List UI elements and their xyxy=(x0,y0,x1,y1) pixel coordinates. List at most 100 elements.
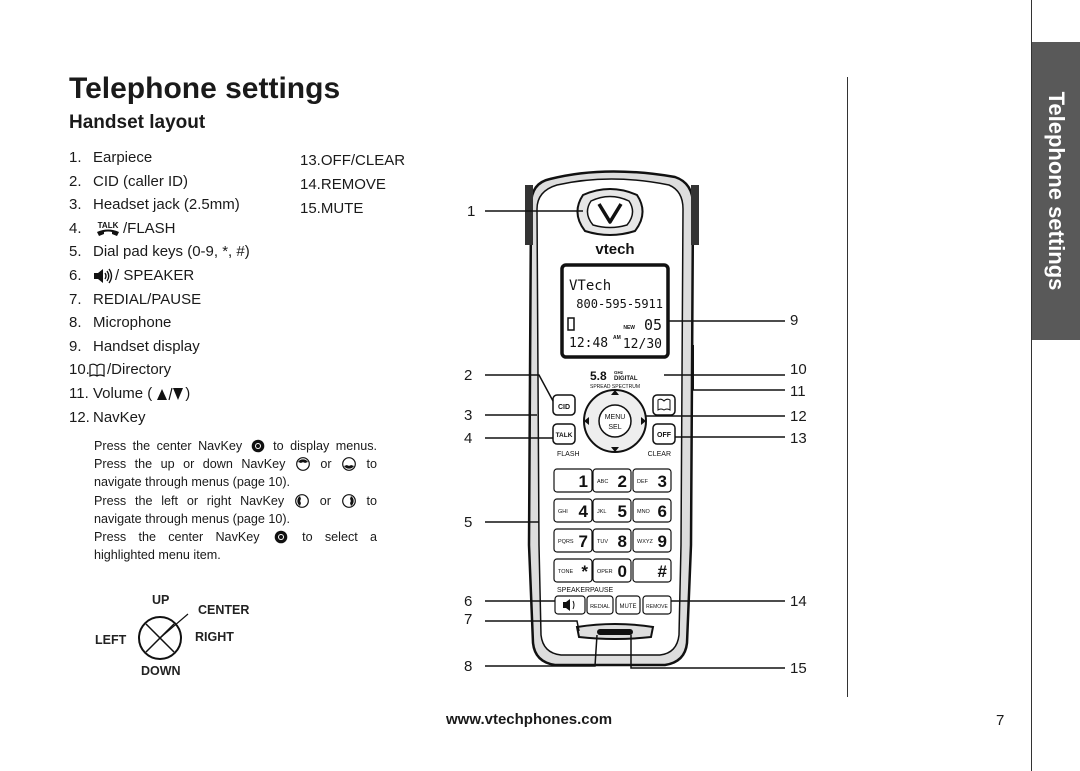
list-item: 9. Handset display xyxy=(69,335,250,359)
dial-key-letters: TUV xyxy=(597,539,608,545)
section-subtitle: Handset layout xyxy=(69,112,206,133)
dial-key-letters: WXYZ xyxy=(637,539,654,545)
dial-key-digit: 5 xyxy=(618,502,627,521)
key-remove: REMOVE xyxy=(646,604,668,610)
note-text: or xyxy=(319,493,331,508)
list-item-number: 2. xyxy=(69,172,82,190)
navkey-left-label: LEFT xyxy=(95,633,127,647)
list-item-label: CID (caller ID) xyxy=(93,172,189,190)
list-item-label: / SPEAKER xyxy=(115,266,195,284)
dial-key xyxy=(592,498,632,523)
parts-list-right: 13.OFF/CLEAR 14.REMOVE 15.MUTE xyxy=(300,149,405,221)
list-item-label: REDIAL/PAUSE xyxy=(93,290,202,308)
dial-key xyxy=(553,558,593,583)
list-item-label: /FLASH xyxy=(123,219,176,237)
dial-key xyxy=(553,498,593,523)
navkey-up-label: UP xyxy=(152,593,170,607)
list-item-number: 11. xyxy=(69,384,89,402)
list-item-label: Dial pad keys (0-9, *, #) xyxy=(93,243,250,261)
key-off: OFF xyxy=(657,432,672,439)
note-text: Press the left or right NavKey xyxy=(94,493,285,508)
list-item: 1.Earpiece xyxy=(69,146,250,170)
navkey-down-icon xyxy=(342,457,356,472)
list-item: 13.OFF/CLEAR xyxy=(300,149,405,173)
talk-icon: TALK xyxy=(97,221,119,236)
list-item: 8.Microphone xyxy=(69,311,250,335)
list-item-number: 8. xyxy=(69,314,82,332)
navkey-left-icon xyxy=(295,493,309,508)
list-item: 7. REDIAL/PAUSE xyxy=(69,288,250,312)
callout-2: 2 xyxy=(464,367,473,384)
list-item: 6. / SPEAKER xyxy=(69,264,250,288)
navkey-center-icon xyxy=(274,530,288,544)
screen-time: 12:48 xyxy=(569,336,608,351)
screen-new-label: NEW xyxy=(623,325,635,331)
list-item: 3. Headset jack (2.5mm) xyxy=(69,193,250,217)
dial-key-digit: 2 xyxy=(618,472,627,491)
callout-14: 14 xyxy=(790,593,807,610)
dial-key-digit: 1 xyxy=(579,472,588,491)
list-item-label: Volume ( xyxy=(93,384,153,402)
list-item-number: 3. xyxy=(69,196,82,214)
list-item-number: 7. xyxy=(69,290,82,308)
dial-key-digit: 4 xyxy=(579,502,589,521)
band-sub: SPREAD SPECTRUM xyxy=(590,384,640,390)
note-text: or xyxy=(320,457,332,472)
callout-4: 4 xyxy=(464,430,473,447)
list-item-label: Handset display xyxy=(93,337,200,355)
list-item-number: 13. xyxy=(300,152,321,169)
page-title: Telephone settings xyxy=(69,72,341,105)
note-text: Press the center NavKey xyxy=(94,439,243,453)
key-sel: SEL xyxy=(608,424,621,431)
band-ghz: GHz xyxy=(614,370,624,375)
callout-lines xyxy=(485,210,785,669)
list-item-number: 6. xyxy=(69,266,82,284)
navkey-note-paragraph: Press the left or right NavKey or to nav… xyxy=(94,492,377,528)
callout-13: 13 xyxy=(790,430,807,447)
dial-key xyxy=(632,498,672,523)
list-item: 14.REMOVE xyxy=(300,173,405,197)
list-item-number: 5. xyxy=(69,243,82,261)
side-tab-label: Telephone settings xyxy=(1044,91,1069,291)
page-number: 7 xyxy=(996,712,1005,729)
list-item-number: 14. xyxy=(300,176,321,193)
list-item-label: REMOVE xyxy=(320,176,386,193)
list-item-label-end: ) xyxy=(185,384,191,402)
directory-book-icon xyxy=(89,363,105,378)
phone-brand: vtech xyxy=(595,241,634,258)
list-item-number: 9. xyxy=(69,337,82,355)
talk-icon-text: TALK xyxy=(98,221,119,230)
navkey-instructions: Press the center NavKey to display menus… xyxy=(94,437,377,564)
list-item: 5. Dial pad keys (0-9, *, #) xyxy=(69,240,250,264)
dial-key-letters: PQRS xyxy=(558,539,574,545)
key-mute: MUTE xyxy=(620,604,637,610)
speaker-icon xyxy=(94,268,113,284)
navkey-note-paragraph: Press the center NavKey to display menus… xyxy=(94,437,377,492)
screen-line1: VTech xyxy=(569,278,611,294)
navkey-up-icon xyxy=(295,457,310,472)
list-item-number: 4. xyxy=(69,219,82,237)
dial-key-letters: OPER xyxy=(597,569,613,575)
list-item-label: Headset jack (2.5mm) xyxy=(93,196,240,214)
key-cid: CID xyxy=(558,404,570,411)
navkey-center-icon xyxy=(251,439,264,453)
list-item-label: OFF/CLEAR xyxy=(320,152,406,169)
list-item-label: NavKey xyxy=(93,408,146,426)
navkey-down-label: DOWN xyxy=(141,664,181,678)
band-big: 5.8 xyxy=(590,369,607,383)
navkey-note-paragraph: Press the center NavKey to select a high… xyxy=(94,528,377,564)
dial-key-digit: * xyxy=(581,562,588,581)
column-divider xyxy=(847,77,848,697)
dial-key xyxy=(553,528,593,553)
list-item-label: Earpiece xyxy=(93,149,153,166)
dial-key-digit: 8 xyxy=(618,532,627,551)
dial-key-digit: 0 xyxy=(618,562,627,581)
list-item-label: /Directory xyxy=(107,361,172,379)
dial-key-digit: 6 xyxy=(658,502,667,521)
band-digital: DIGITAL xyxy=(614,376,638,382)
navkey-direction-diagram: UP CENTER LEFT RIGHT DOWN xyxy=(90,590,290,685)
dial-key-digit: 7 xyxy=(579,532,588,551)
callout-7: 7 xyxy=(464,611,473,628)
volume-up-down-icon xyxy=(157,387,184,400)
